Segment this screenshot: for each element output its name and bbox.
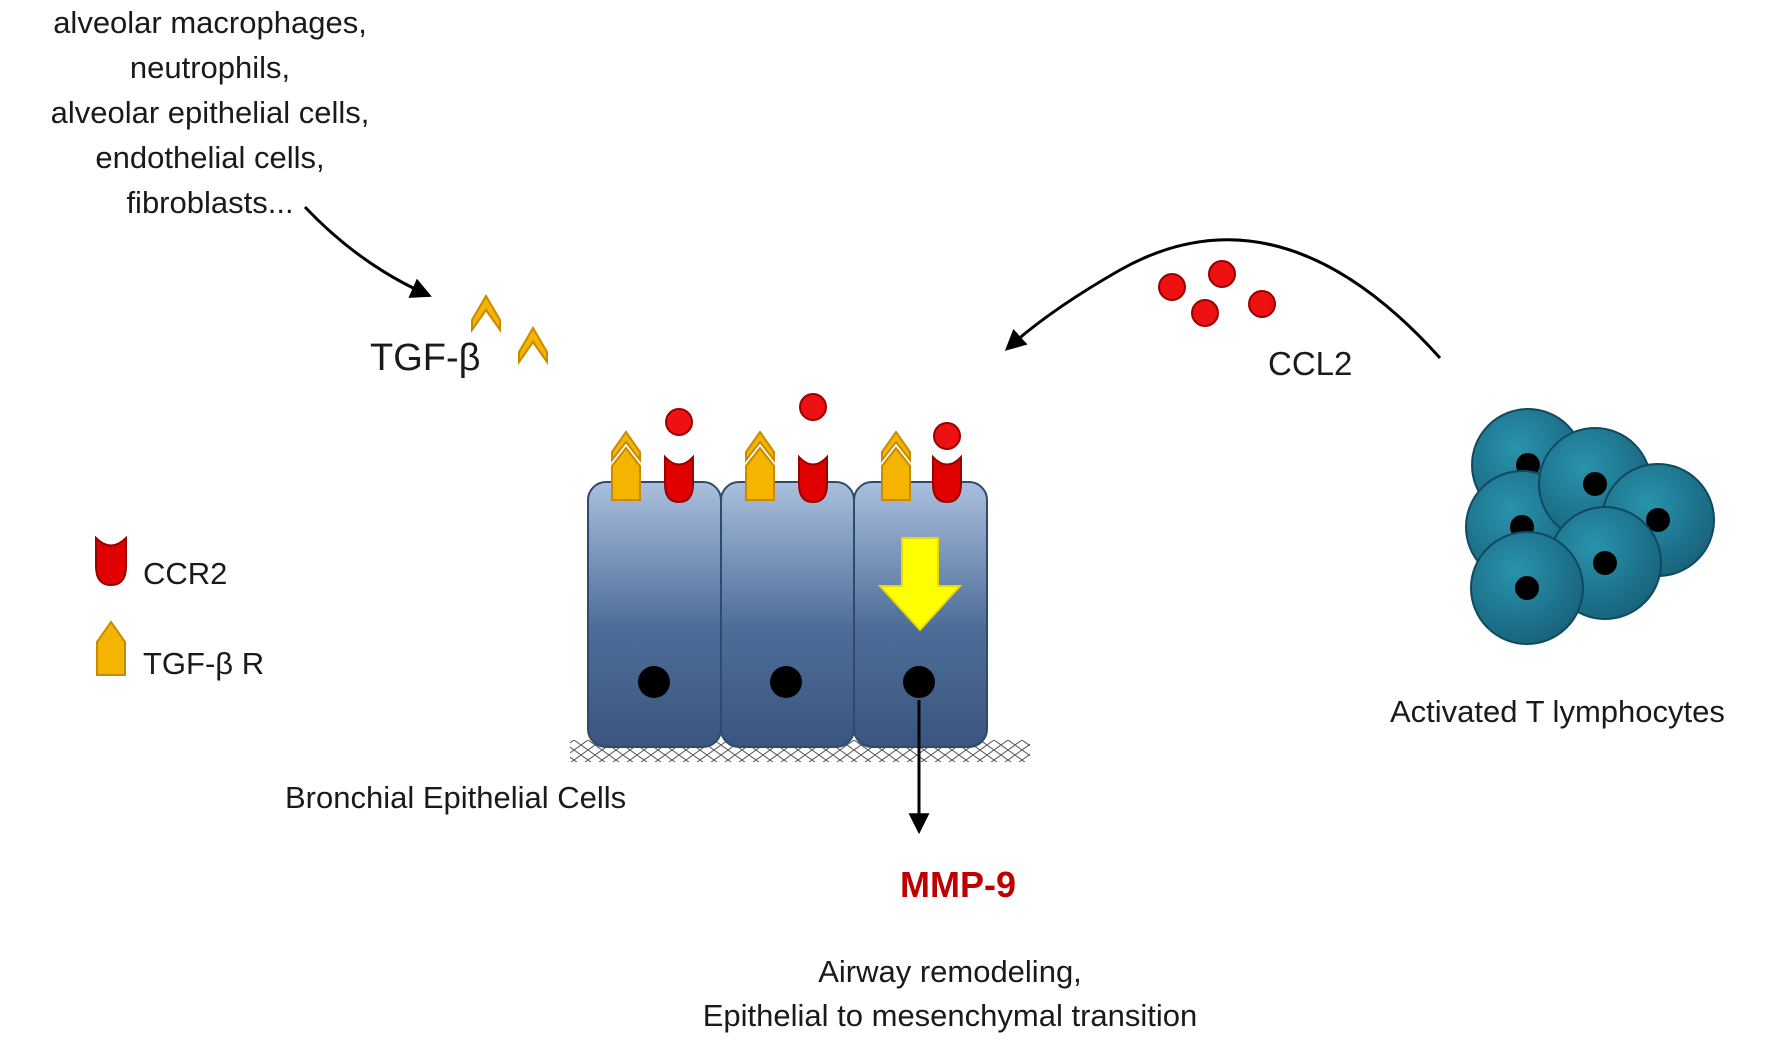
ccl2-bound-2 xyxy=(799,393,827,421)
receptors-cell-3 xyxy=(881,422,962,504)
sources-to-tgf-arrow xyxy=(303,205,432,298)
source-cells-list: alveolar macrophages, neutrophils, alveo… xyxy=(0,0,420,225)
tgf-ligand-free-1 xyxy=(471,294,501,334)
outcome-text: Airway remodeling, Epithelial to mesench… xyxy=(600,950,1300,1038)
legend-tgf-receptor-label: TGF-β R xyxy=(143,646,265,681)
source-line: alveolar epithelial cells, xyxy=(50,95,370,130)
epithelial-cell-1 xyxy=(587,481,722,748)
ccl2-free-1 xyxy=(1158,273,1186,301)
nucleus-2 xyxy=(770,666,802,698)
legend-ccr2-label: CCR2 xyxy=(143,556,228,591)
epithelial-cell-2 xyxy=(720,481,855,748)
ccr2-receptor-2 xyxy=(798,454,828,504)
nucleus-3 xyxy=(903,666,935,698)
tgf-ligand-bound-2 xyxy=(745,430,775,463)
source-line: alveolar macrophages, xyxy=(53,5,367,40)
ccr2-receptor-1 xyxy=(664,454,694,504)
tgf-receptor-3 xyxy=(881,446,911,501)
signal-arrow xyxy=(877,537,963,632)
legend-ccr2-icon xyxy=(95,535,127,587)
outcome-line: Epithelial to mesenchymal transition xyxy=(702,998,1198,1033)
t-lymphocytes-label: Activated T lymphocytes xyxy=(1390,694,1725,729)
ccl2-arc-arrow xyxy=(1004,238,1442,360)
receptors-cell-2 xyxy=(745,393,828,504)
ccl2-free-3 xyxy=(1191,299,1219,327)
outcome-line: Airway remodeling, xyxy=(818,954,1082,989)
ccr2-receptor-3 xyxy=(932,454,962,504)
receptors-cell-1 xyxy=(611,408,694,504)
tgf-ligand-free-2 xyxy=(518,326,548,366)
tgf-ligand-bound-3 xyxy=(881,430,911,463)
ccl2-free-2 xyxy=(1208,260,1236,288)
tgf-beta-label: TGF-β xyxy=(370,337,481,379)
source-line: endothelial cells, xyxy=(95,140,325,175)
source-line: neutrophils, xyxy=(129,50,291,85)
t-lymphocyte-cluster xyxy=(1465,408,1715,645)
tgf-receptor-2 xyxy=(745,446,775,501)
source-line: fibroblasts... xyxy=(126,185,294,220)
nucleus-1 xyxy=(638,666,670,698)
ccl2-bound-3 xyxy=(933,422,961,450)
tgf-receptor-1 xyxy=(611,446,641,501)
mmp9-label: MMP-9 xyxy=(900,864,1016,905)
bronchial-cells-label: Bronchial Epithelial Cells xyxy=(285,780,627,815)
ccl2-bound-1 xyxy=(665,408,693,436)
legend-tgf-receptor-icon xyxy=(96,620,126,676)
tgf-ligand-bound-1 xyxy=(611,430,641,463)
ccl2-label: CCL2 xyxy=(1268,345,1353,382)
ccl2-free-4 xyxy=(1248,290,1276,318)
